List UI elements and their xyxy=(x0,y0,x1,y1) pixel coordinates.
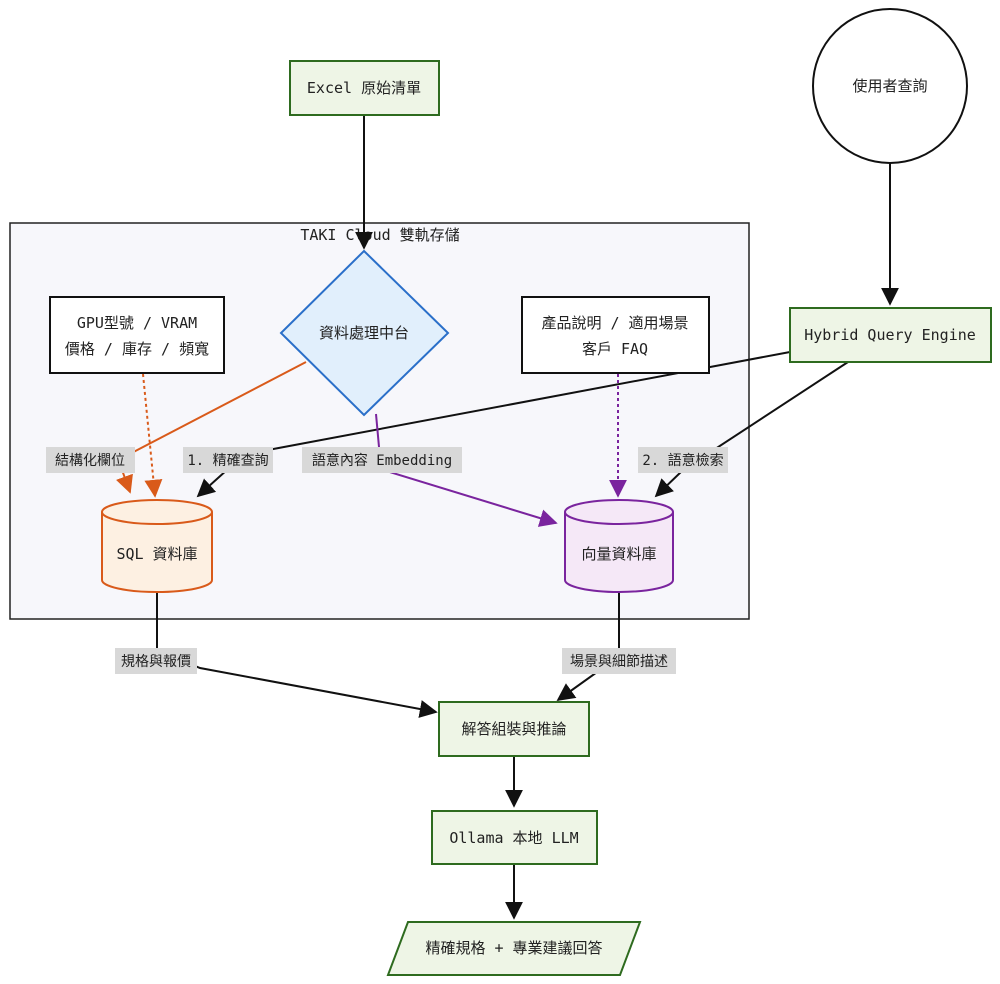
label-spec-price: 規格與報價 xyxy=(115,648,197,674)
node-product-box: 產品說明 / 適用場景 客戶 FAQ xyxy=(521,296,710,374)
label-exact-query: 1. 精確查詢 xyxy=(183,447,273,473)
node-sql-db: SQL 資料庫 xyxy=(101,499,213,593)
svg-text:1. 精確查詢: 1. 精確查詢 xyxy=(187,453,268,469)
svg-text:GPU型號 / VRAM: GPU型號 / VRAM xyxy=(77,314,197,332)
svg-text:Hybrid Query Engine: Hybrid Query Engine xyxy=(804,326,976,344)
node-data-hub: 資料處理中台 xyxy=(279,249,450,417)
svg-text:資料處理中台: 資料處理中台 xyxy=(319,324,409,342)
node-gpu-box: GPU型號 / VRAM 價格 / 庫存 / 頻寬 xyxy=(49,296,225,374)
svg-text:語意內容 Embedding: 語意內容 Embedding xyxy=(312,452,452,469)
svg-text:向量資料庫: 向量資料庫 xyxy=(581,545,656,563)
cluster-title: TAKI Cloud 雙軌存儲 xyxy=(300,226,459,244)
svg-text:使用者查詢: 使用者查詢 xyxy=(852,77,927,95)
svg-text:場景與細節描述: 場景與細節描述 xyxy=(570,653,668,670)
svg-text:2. 語意檢索: 2. 語意檢索 xyxy=(642,452,723,469)
svg-text:Excel 原始清單: Excel 原始清單 xyxy=(307,79,421,97)
node-hybrid-engine: Hybrid Query Engine xyxy=(789,307,992,363)
node-ollama: Ollama 本地 LLM xyxy=(431,810,598,865)
svg-text:客戶 FAQ: 客戶 FAQ xyxy=(582,340,648,358)
node-excel: Excel 原始清單 xyxy=(289,60,440,116)
label-scene-detail: 場景與細節描述 xyxy=(562,648,676,674)
label-semantic-search: 2. 語意檢索 xyxy=(638,447,728,473)
svg-text:Ollama 本地 LLM: Ollama 本地 LLM xyxy=(449,829,578,847)
svg-text:產品說明 / 適用場景: 產品說明 / 適用場景 xyxy=(541,314,688,332)
svg-text:解答組裝與推論: 解答組裝與推論 xyxy=(461,720,566,738)
svg-text:SQL 資料庫: SQL 資料庫 xyxy=(116,545,197,563)
label-semantic-embedding: 語意內容 Embedding xyxy=(302,447,462,473)
node-vector-db: 向量資料庫 xyxy=(564,499,674,593)
node-user-query: 使用者查詢 xyxy=(812,8,968,164)
svg-text:價格 / 庫存 / 頻寬: 價格 / 庫存 / 頻寬 xyxy=(65,340,209,358)
label-structured: 結構化欄位 xyxy=(46,447,135,473)
node-assembly: 解答組裝與推論 xyxy=(438,701,590,757)
svg-text:規格與報價: 規格與報價 xyxy=(121,653,191,670)
edge-gpu-to-sql xyxy=(142,373,163,498)
svg-text:結構化欄位: 結構化欄位 xyxy=(55,453,125,469)
node-answer: 精確規格 + 專業建議回答 xyxy=(386,921,642,976)
svg-text:精確規格 + 專業建議回答: 精確規格 + 專業建議回答 xyxy=(425,939,602,957)
edge-labels: 結構化欄位 1. 精確查詢 語意內容 Embedding 2. 語意檢索 規格與… xyxy=(46,447,728,674)
